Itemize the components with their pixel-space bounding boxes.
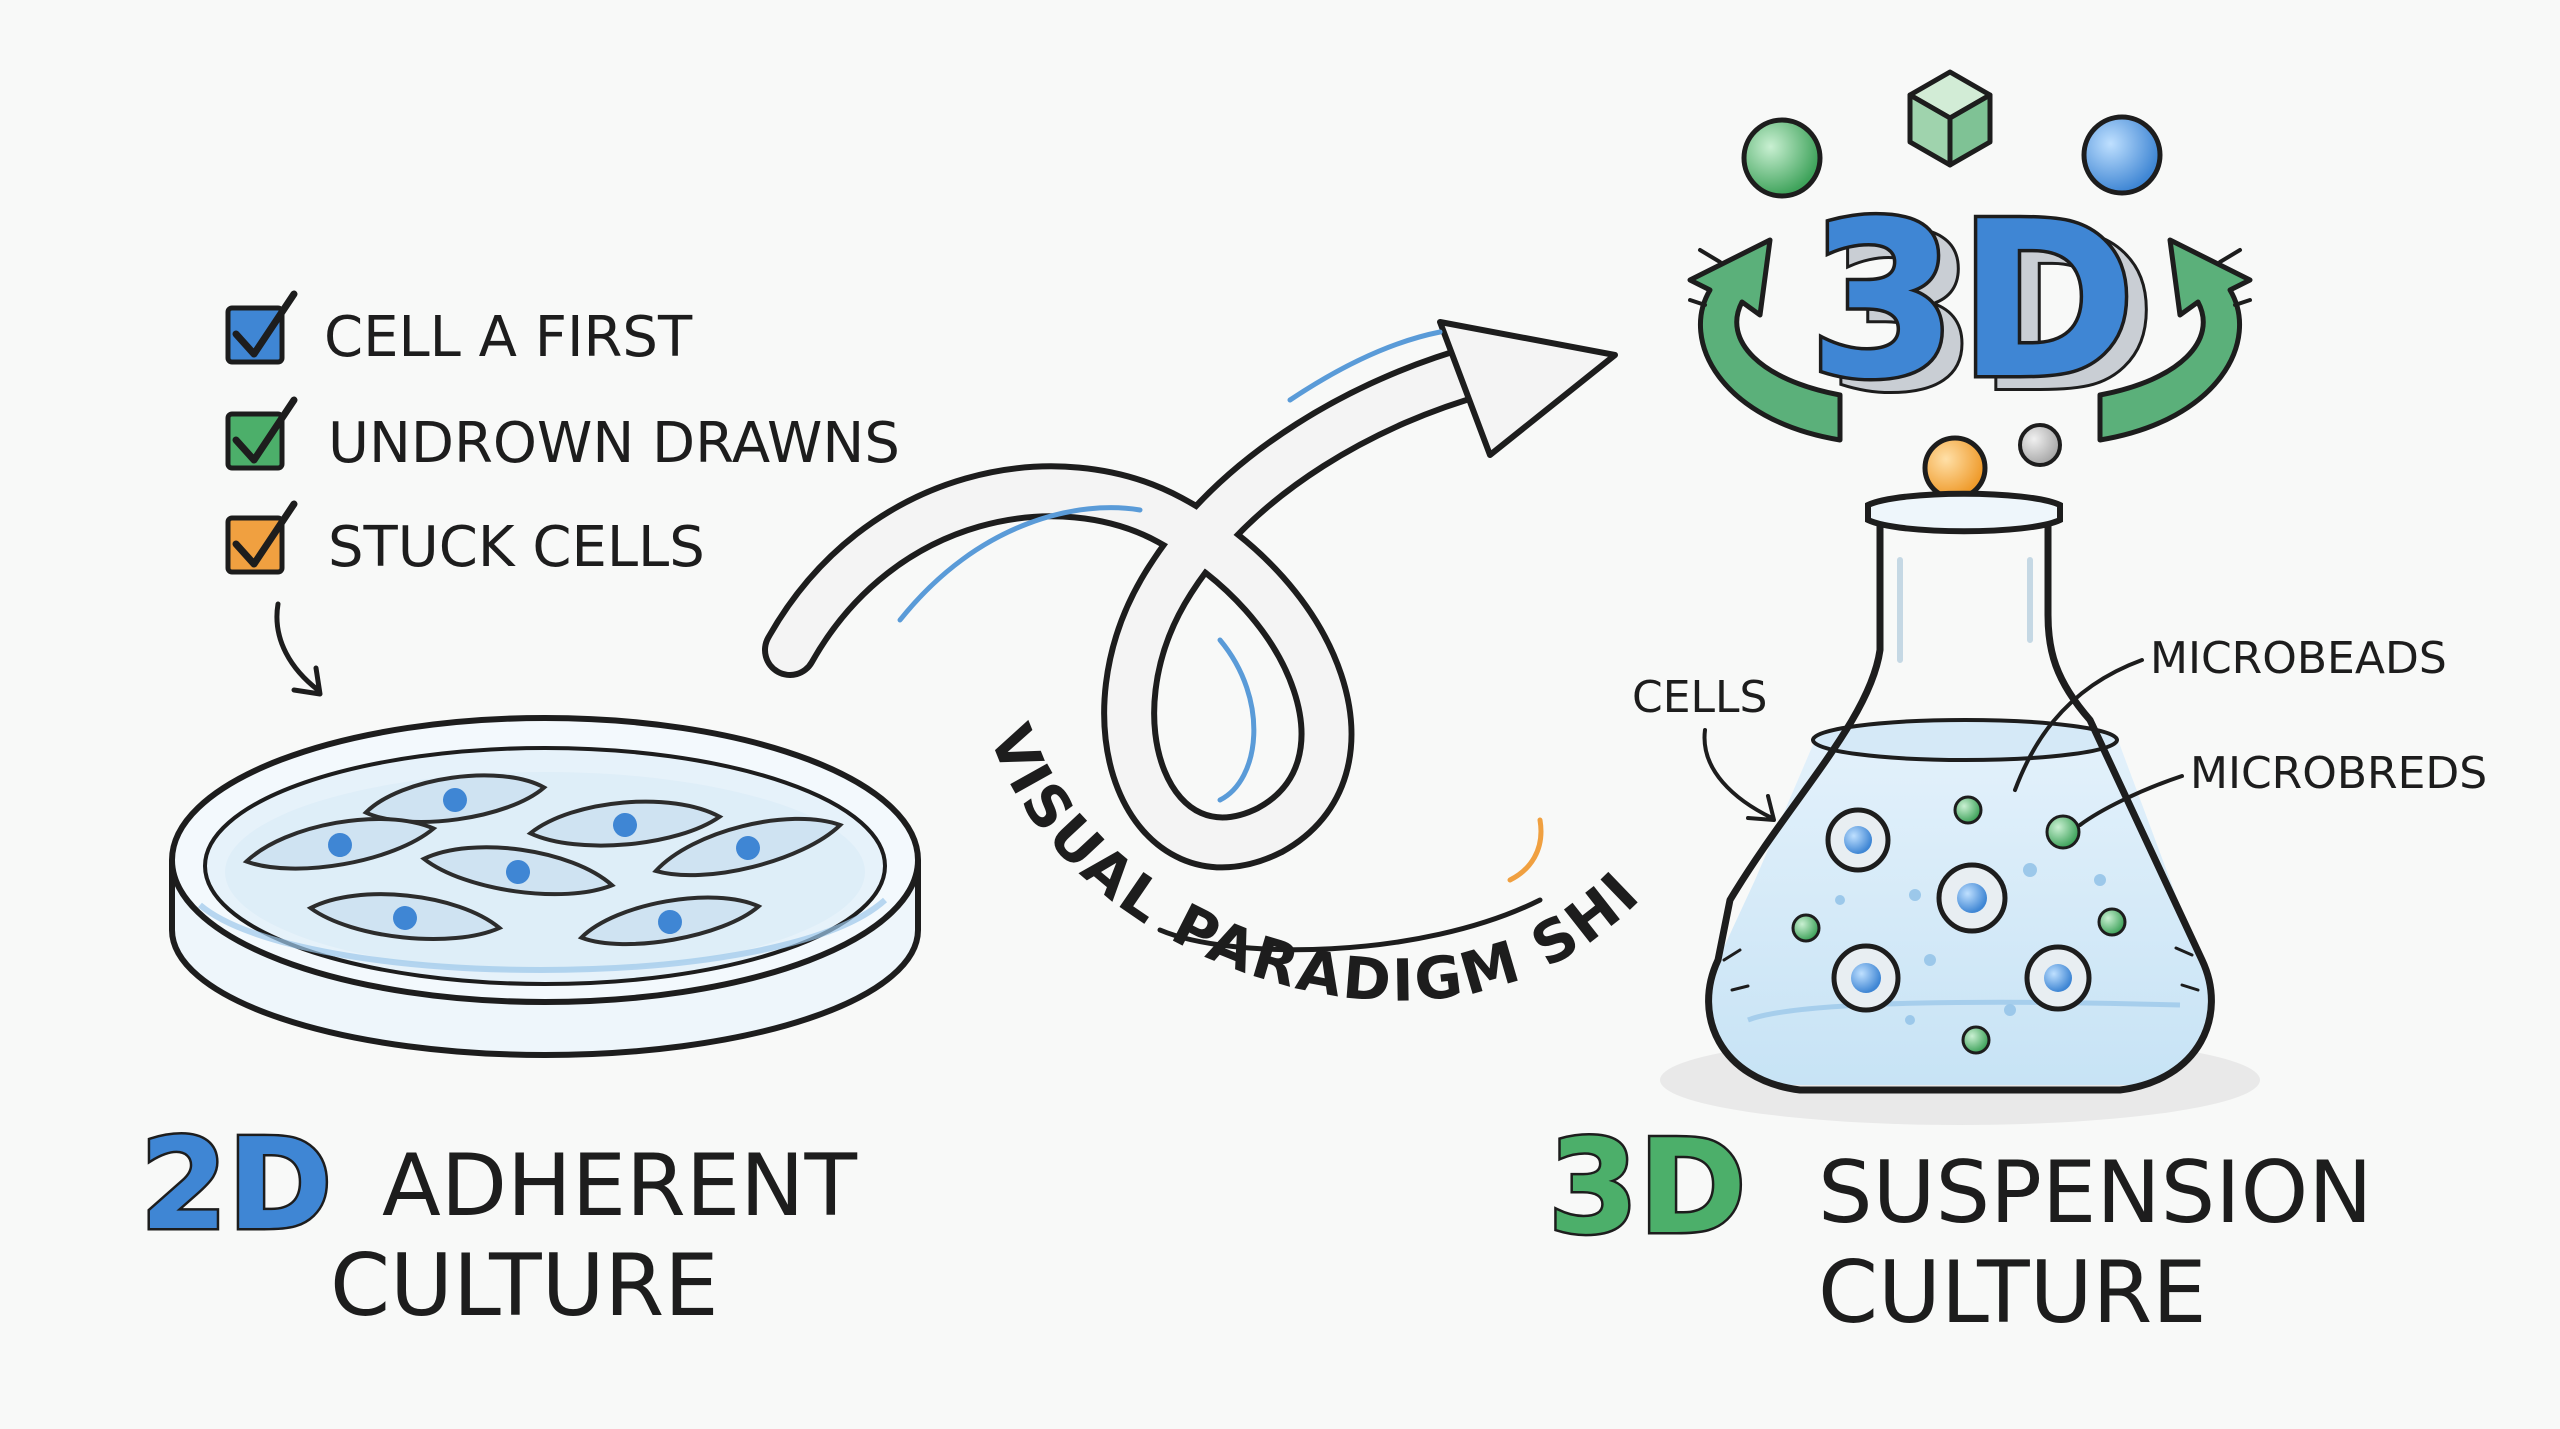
adherent-cell bbox=[362, 773, 548, 824]
microbreds-label: MICROBREDS bbox=[2190, 748, 2487, 799]
orange-sphere-icon bbox=[1922, 435, 1988, 501]
paradigm-shift-arrow bbox=[762, 319, 1618, 953]
right-title-line2: CULTURE bbox=[1818, 1243, 2207, 1343]
checkbox-icon bbox=[225, 305, 285, 365]
gray-sphere-icon bbox=[2018, 423, 2062, 467]
microbeads bbox=[1791, 795, 2127, 1055]
pointer-arrow-icon bbox=[274, 601, 323, 697]
emblem-3d-text: 3D bbox=[1808, 175, 2136, 426]
3d-emblem: 3D 3D bbox=[1687, 69, 2253, 501]
right-title-line1: SUSPENSION bbox=[1818, 1143, 2373, 1243]
right-title: 3D SUSPENSION CULTURE bbox=[1546, 1109, 2373, 1344]
right-title-big: 3D bbox=[1548, 1111, 1746, 1263]
flask-annotations: CELLS MICROBEADS MICROBREDS bbox=[1632, 633, 2487, 827]
cube-icon bbox=[1907, 69, 1993, 168]
suspended-cell bbox=[2024, 944, 2092, 1012]
adherent-cell bbox=[242, 817, 438, 871]
rotate-arrow-left-icon bbox=[1687, 237, 1843, 443]
checkmark-icon bbox=[232, 500, 298, 568]
adherent-cell bbox=[306, 892, 504, 941]
checklist-item: UNDROWN DRAWNS bbox=[225, 396, 900, 476]
petri-dish-illustration bbox=[169, 715, 921, 1058]
erlenmeyer-flask-illustration bbox=[1660, 490, 2260, 1125]
suspended-cell bbox=[1831, 943, 1901, 1013]
suspended-cell bbox=[1936, 862, 2008, 934]
suspended-cell bbox=[1825, 807, 1891, 873]
adherent-cell bbox=[420, 845, 616, 897]
left-title: 2D ADHERENT CULTURE bbox=[138, 1109, 858, 1337]
checkbox-icon bbox=[225, 411, 285, 471]
adherent-cell bbox=[652, 816, 844, 878]
checklist-label: CELL A FIRST bbox=[324, 305, 693, 370]
checklist-label: UNDROWN DRAWNS bbox=[328, 411, 900, 476]
left-title-line1: ADHERENT bbox=[382, 1136, 857, 1236]
checklist: CELL A FIRST UNDROWN DRAWNS STUCK CELLS bbox=[225, 290, 900, 697]
checkmark-icon bbox=[232, 396, 298, 464]
checklist-item: STUCK CELLS bbox=[225, 500, 705, 580]
left-title-big: 2D bbox=[140, 1111, 332, 1258]
microbeads-label: MICROBEADS bbox=[2150, 633, 2447, 684]
checklist-label: STUCK CELLS bbox=[328, 515, 705, 580]
blue-sphere-icon bbox=[2081, 114, 2163, 196]
checkmark-icon bbox=[232, 290, 298, 358]
cells-label: CELLS bbox=[1632, 672, 1767, 723]
adherent-cell bbox=[577, 895, 763, 947]
checkbox-icon bbox=[225, 515, 285, 575]
left-title-line2: CULTURE bbox=[330, 1236, 719, 1336]
checklist-item: CELL A FIRST bbox=[225, 290, 693, 370]
green-sphere-icon bbox=[1741, 117, 1823, 199]
rotate-arrow-right-icon bbox=[2097, 237, 2253, 443]
emblem-3d-shadow: 3D bbox=[1828, 188, 2156, 439]
adherent-cell bbox=[526, 799, 724, 848]
